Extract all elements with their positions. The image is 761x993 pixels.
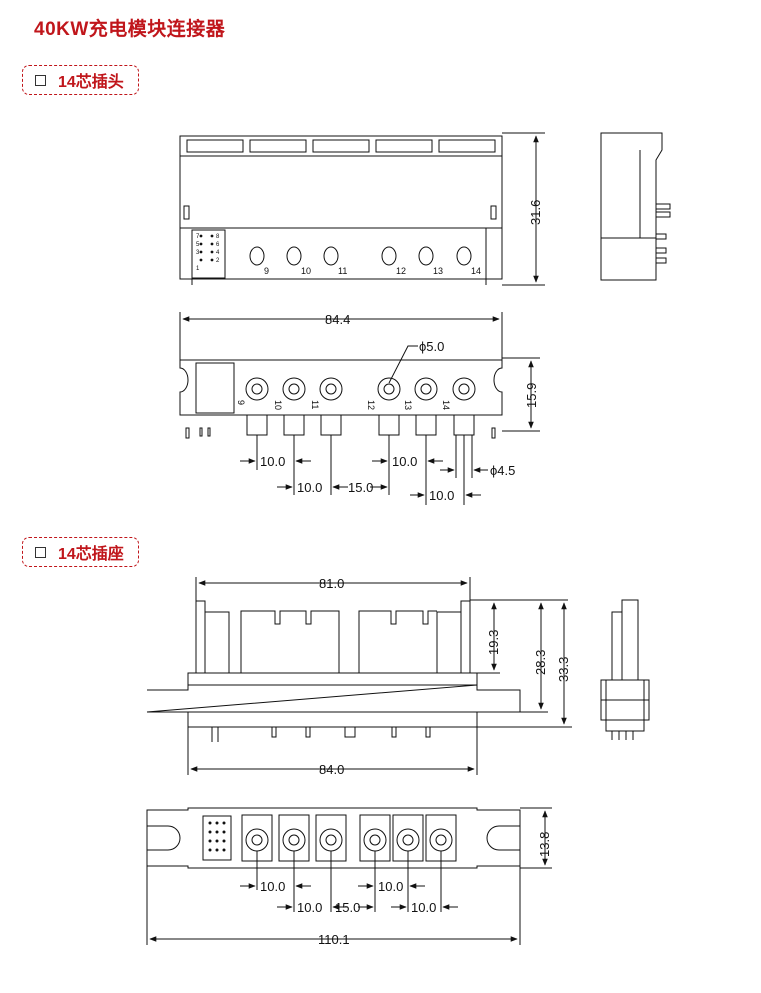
plug-bottom-pins [246, 414, 475, 436]
socket-bottom-width-dim: 84.0 [319, 762, 344, 777]
pin-number: 13 [433, 266, 443, 276]
pin-number: 12 [396, 266, 406, 276]
pin-number: 1 [196, 266, 200, 272]
plug-top-holes [245, 377, 476, 401]
plug-pitch-dim: 10.0 [297, 480, 322, 495]
pin-number: 14 [471, 266, 481, 276]
plug-pin-diameter-dim: ϕ4.5 [490, 463, 515, 478]
socket-h3-dim: 33.3 [556, 657, 571, 682]
plug-front-view [179, 135, 503, 285]
socket-depth-dim: 13.8 [537, 832, 552, 857]
plug-side-view [600, 132, 671, 281]
socket-pitch-dim: 10.0 [260, 879, 285, 894]
section-header-plug: 14芯插头 [22, 65, 139, 95]
socket-total-width-dim: 110.1 [318, 932, 350, 947]
socket-pitch-dim: 10.0 [378, 879, 403, 894]
plug-top-view [179, 359, 503, 439]
pin-number: 14 [441, 400, 451, 410]
section-label: 14芯插头 [58, 74, 124, 91]
section-header-socket: 14芯插座 [22, 537, 139, 567]
plug-gap-dim: 15.0 [348, 480, 373, 495]
plug-width-dim: 84.4 [325, 312, 350, 327]
checkbox-square-icon [35, 74, 46, 86]
pin-number: 12 [366, 400, 376, 410]
plug-pitch-dim: 10.0 [429, 488, 454, 503]
pin-number: 4 [216, 250, 220, 256]
plug-dimension-lines [179, 132, 545, 505]
socket-top-width-dim: 81.0 [319, 576, 344, 591]
pin-number: 11 [338, 266, 347, 276]
plug-top-pin-numbers: 9 10 11 12 13 14 [236, 400, 451, 410]
checkbox-square-icon [35, 546, 46, 558]
pin-number: 6 [216, 242, 220, 248]
socket-dimension-lines [146, 577, 572, 945]
page-title: 40KW充电模块连接器 [34, 19, 226, 40]
pin-number: 5 [196, 242, 200, 248]
socket-front-view [146, 600, 521, 742]
pin-number: 11 [310, 400, 320, 409]
plug-height-dim: 31.6 [528, 200, 543, 225]
plug-pitch-dim: 10.0 [260, 454, 285, 469]
pin-number: 10 [273, 400, 283, 410]
section-label: 14芯插座 [58, 546, 124, 563]
pin-number: 8 [216, 234, 220, 240]
socket-h2-dim: 28.3 [533, 650, 548, 675]
plug-signal-pin-numbers: 7 8 5 6 3 4 1 2 [196, 234, 220, 272]
socket-top-contacts [241, 814, 457, 862]
pin-number: 13 [403, 400, 413, 410]
socket-gap-dim: 15.0 [335, 900, 360, 915]
socket-top-view [146, 807, 521, 869]
socket-h1-dim: 19.3 [486, 630, 501, 655]
plug-hole-diameter-dim: ϕ5.0 [419, 339, 444, 354]
socket-pitch-dim: 10.0 [297, 900, 322, 915]
pin-number: 9 [264, 266, 269, 276]
plug-front-pins [249, 246, 472, 266]
pin-number: 2 [216, 258, 220, 264]
pin-number: 9 [236, 400, 246, 405]
pin-number: 7 [196, 234, 200, 240]
pin-number: 10 [301, 266, 311, 276]
plug-depth-dim: 15.9 [524, 383, 539, 408]
plug-front-pin-numbers: 9 10 11 12 13 14 [264, 266, 481, 276]
socket-pitch-dim: 10.0 [411, 900, 436, 915]
plug-pitch-dim: 10.0 [392, 454, 417, 469]
socket-bottom-leads [211, 726, 431, 742]
pin-number: 3 [196, 250, 200, 256]
socket-side-view [600, 599, 650, 740]
